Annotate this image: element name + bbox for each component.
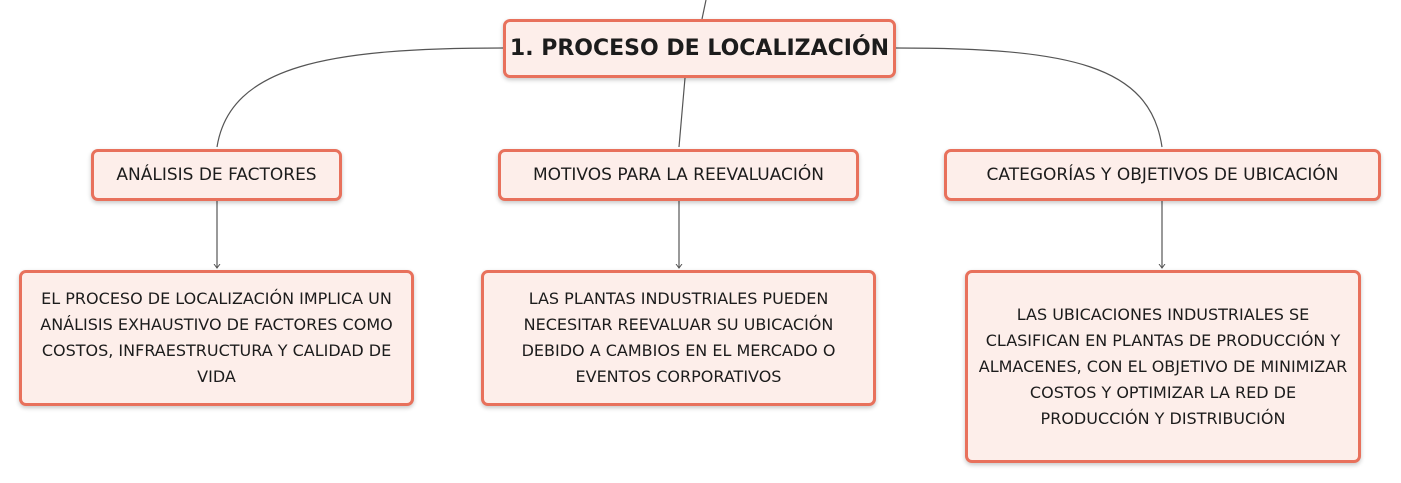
connector-root-to-topic-3: [895, 47, 1163, 148]
topic-node-label: ANÁLISIS DE FACTORES: [116, 165, 317, 185]
root-node-label: 1. PROCESO DE LOCALIZACIÓN: [509, 36, 890, 61]
topic-node-analisis-de-factores[interactable]: ANÁLISIS DE FACTORES: [91, 149, 342, 201]
detail-node-categorias-y-objetivos[interactable]: LAS UBICACIONES INDUSTRIALES SE CLASIFIC…: [965, 270, 1361, 463]
topic-node-label: CATEGORÍAS Y OBJETIVOS DE UBICACIÓN: [986, 165, 1339, 185]
topic-node-motivos-para-la-reevaluacion[interactable]: MOTIVOS PARA LA REEVALUACIÓN: [498, 149, 859, 201]
topic-node-categorias-y-objetivos[interactable]: CATEGORÍAS Y OBJETIVOS DE UBICACIÓN: [944, 149, 1381, 201]
connector-root-to-topic-2: [678, 77, 686, 148]
topic-node-label: MOTIVOS PARA LA REEVALUACIÓN: [532, 165, 825, 185]
detail-node-text: LAS PLANTAS INDUSTRIALES PUEDEN NECESITA…: [521, 289, 836, 386]
detail-node-motivos-para-la-reevaluacion[interactable]: LAS PLANTAS INDUSTRIALES PUEDEN NECESITA…: [481, 270, 876, 406]
connector-root-to-topic-1: [216, 47, 504, 148]
detail-node-text: LAS UBICACIONES INDUSTRIALES SE CLASIFIC…: [978, 304, 1348, 428]
detail-node-analisis-de-factores[interactable]: EL PROCESO DE LOCALIZACIÓN IMPLICA UN AN…: [19, 270, 414, 406]
root-node[interactable]: 1. PROCESO DE LOCALIZACIÓN: [503, 19, 896, 78]
detail-node-text: EL PROCESO DE LOCALIZACIÓN IMPLICA UN AN…: [40, 289, 393, 386]
parent-connector: [701, 0, 707, 20]
